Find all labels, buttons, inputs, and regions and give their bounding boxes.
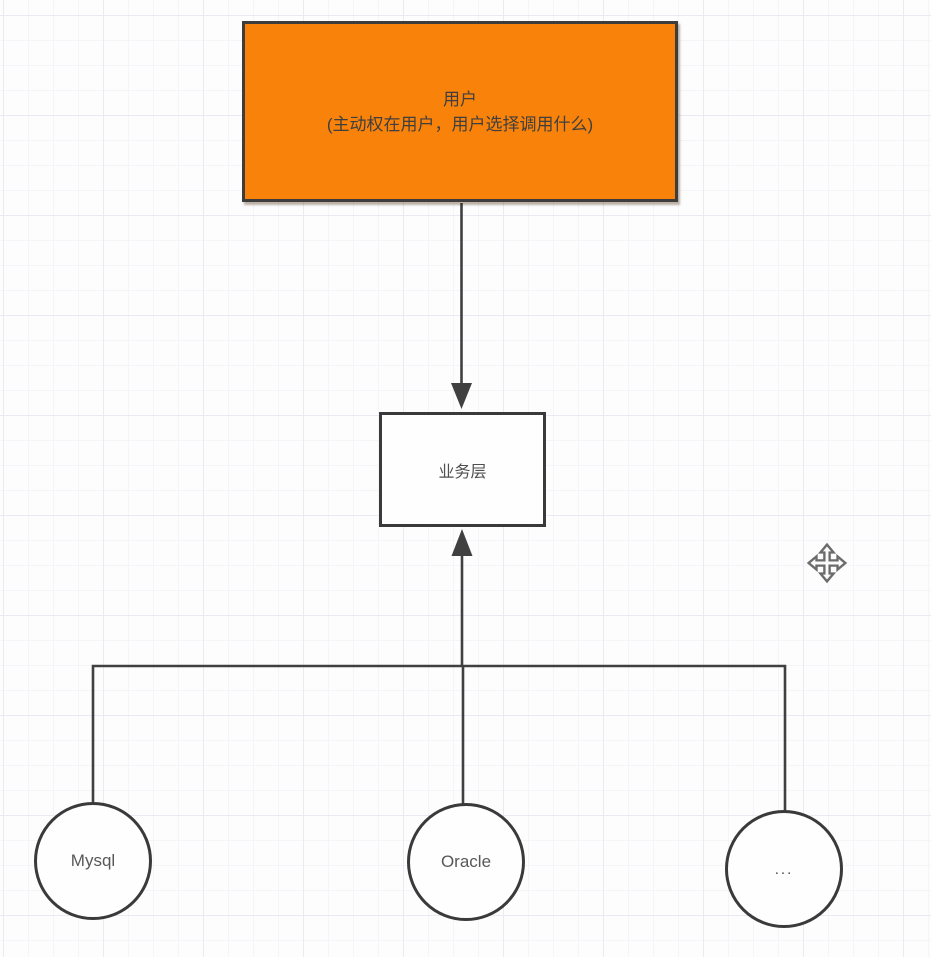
node-user[interactable]: 用户 (主动权在用户，用户选择调用什么) (242, 21, 678, 202)
node-business-layer-label: 业务层 (438, 463, 487, 481)
node-other-db-label: ... (774, 860, 794, 878)
node-user-label-line1: 用户 (443, 89, 477, 109)
node-business-layer[interactable]: 业务层 (379, 412, 546, 527)
node-oracle[interactable]: Oracle (407, 803, 525, 921)
node-user-label-line2: (主动权在用户，用户选择调用什么) (326, 114, 594, 134)
node-mysql-label: Mysql (70, 851, 116, 870)
node-oracle-label: Oracle (440, 852, 492, 871)
node-mysql[interactable]: Mysql (34, 802, 152, 920)
node-other-db[interactable]: ... (725, 810, 843, 928)
connector-db-tree[interactable] (91, 664, 787, 811)
move-cursor-icon (806, 542, 848, 584)
connector-db-to-business[interactable] (451, 529, 473, 665)
connector-user-to-business[interactable] (451, 203, 472, 409)
